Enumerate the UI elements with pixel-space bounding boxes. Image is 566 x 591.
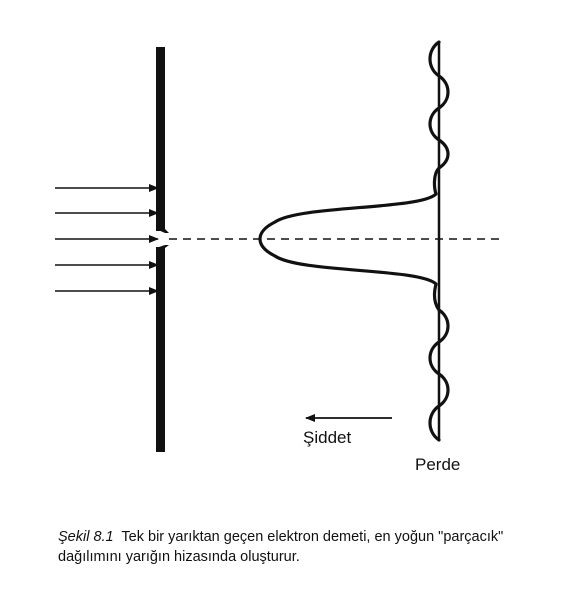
intensity-curve bbox=[258, 40, 450, 442]
slit-edge-upper bbox=[156, 229, 169, 233]
barrier-upper bbox=[156, 47, 165, 231]
caption-prefix: Şekil 8.1 bbox=[58, 529, 114, 545]
figure-caption: Şekil 8.1 Tek bir yarıktan geçen elektro… bbox=[58, 527, 528, 567]
caption-text: Tek bir yarıktan geçen elektron demeti, … bbox=[58, 529, 504, 565]
screen-label: Perde bbox=[415, 455, 460, 474]
incoming-beam bbox=[55, 184, 159, 295]
slit-barrier bbox=[156, 47, 169, 452]
barrier-lower bbox=[156, 247, 165, 452]
intensity-label: Şiddet bbox=[303, 428, 351, 447]
single-slit-diagram: Şiddet Perde bbox=[55, 40, 500, 474]
